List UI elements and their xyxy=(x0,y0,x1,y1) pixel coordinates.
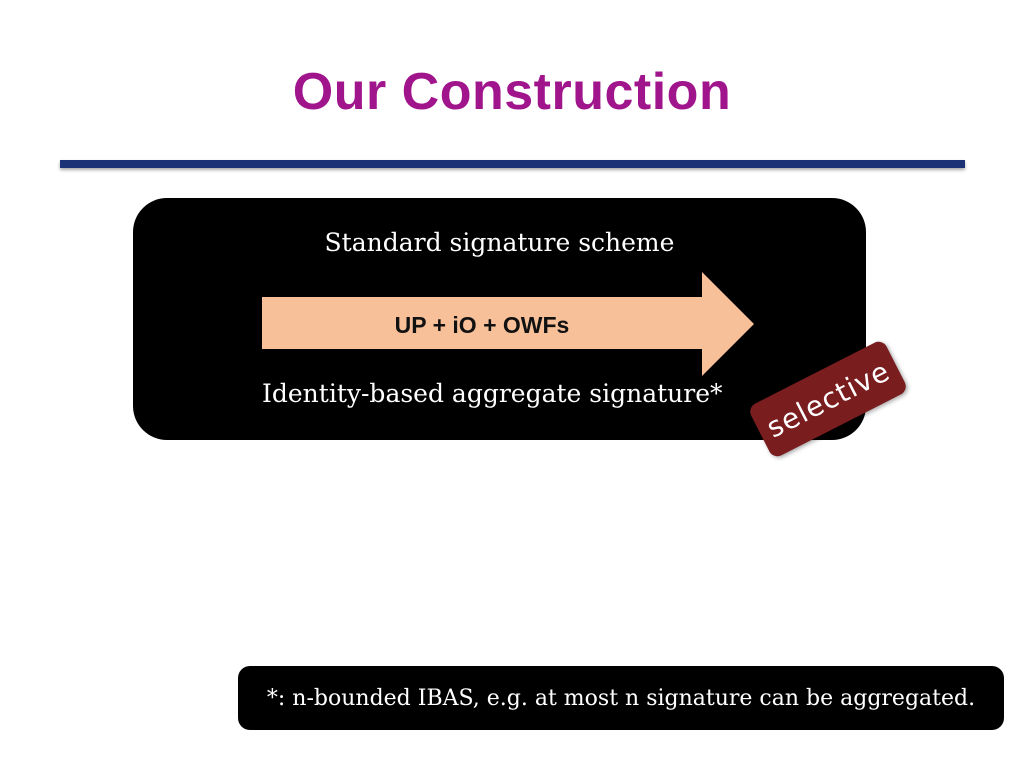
footnote-text: *: n-bounded IBAS, e.g. at most n signat… xyxy=(266,685,976,711)
footnote-box: *: n-bounded IBAS, e.g. at most n signat… xyxy=(238,666,1004,730)
source-scheme-label: Standard signature scheme xyxy=(324,228,675,257)
construction-arrow xyxy=(262,272,754,376)
target-scheme-label: Identity-based aggregate signature* xyxy=(262,379,723,408)
slide-title: Our Construction xyxy=(292,63,732,121)
assumptions-label: UP + iO + OWFs xyxy=(394,312,570,338)
arrow-shape xyxy=(262,272,754,376)
title-divider xyxy=(60,160,965,168)
